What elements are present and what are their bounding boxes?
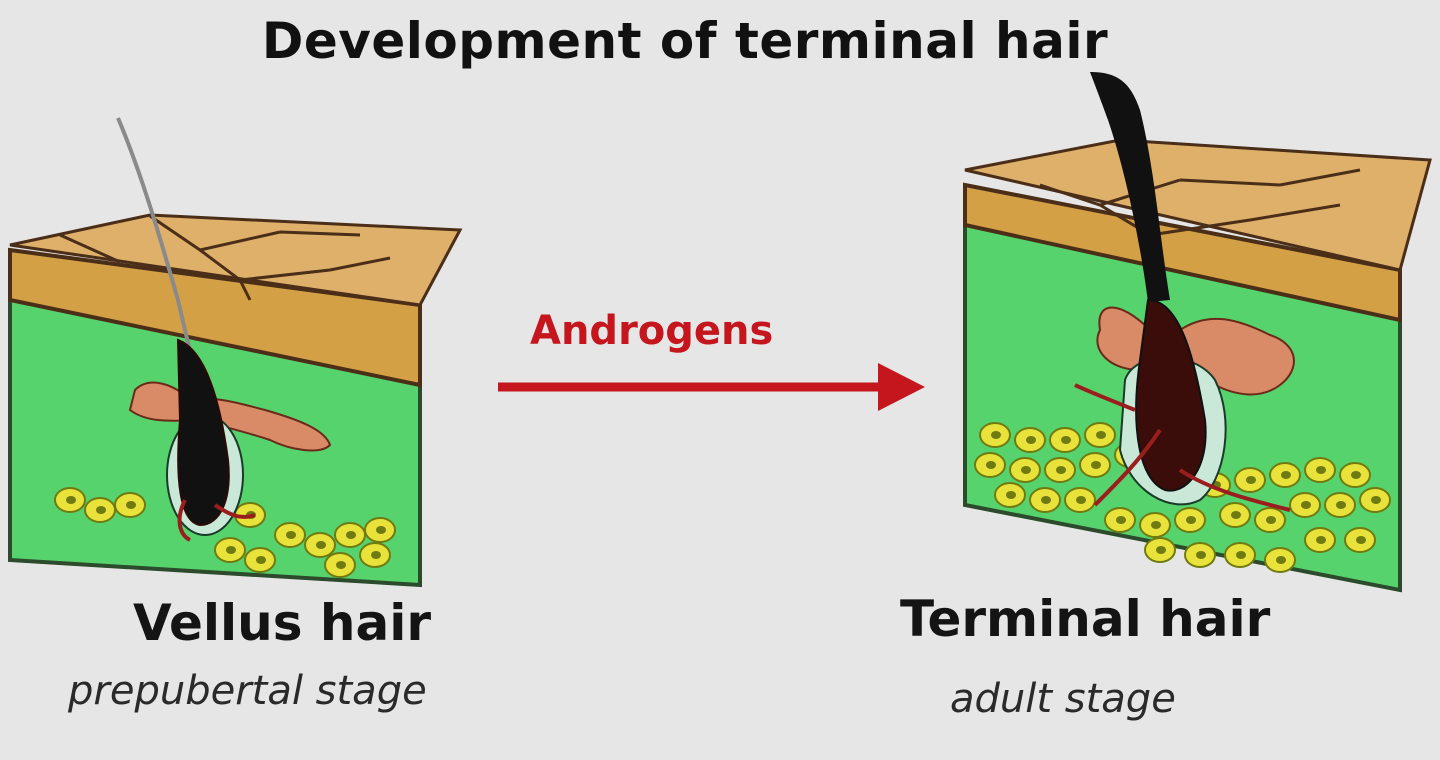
terminal-epidermis-top	[964, 138, 1432, 272]
vellus-stage-label: prepubertal stage	[68, 668, 427, 714]
vellus-skin-block	[8, 117, 463, 588]
terminal-hair-label: Terminal hair	[900, 590, 1271, 648]
diagram-title: Development of terminal hair	[261, 12, 1109, 70]
terminal-skin-block	[963, 72, 1432, 593]
vellus-epidermis-front	[8, 247, 422, 388]
arrow-label: Androgens	[530, 308, 774, 354]
vellus-hair-label: Vellus hair	[133, 594, 432, 652]
androgens-arrow	[498, 363, 925, 411]
terminal-epidermis-front	[963, 182, 1402, 323]
terminal-hair-shaft	[1090, 72, 1170, 302]
vellus-epidermis-top	[9, 213, 463, 307]
terminal-stage-label: adult stage	[950, 676, 1176, 722]
vellus-hair-shaft	[116, 117, 194, 361]
